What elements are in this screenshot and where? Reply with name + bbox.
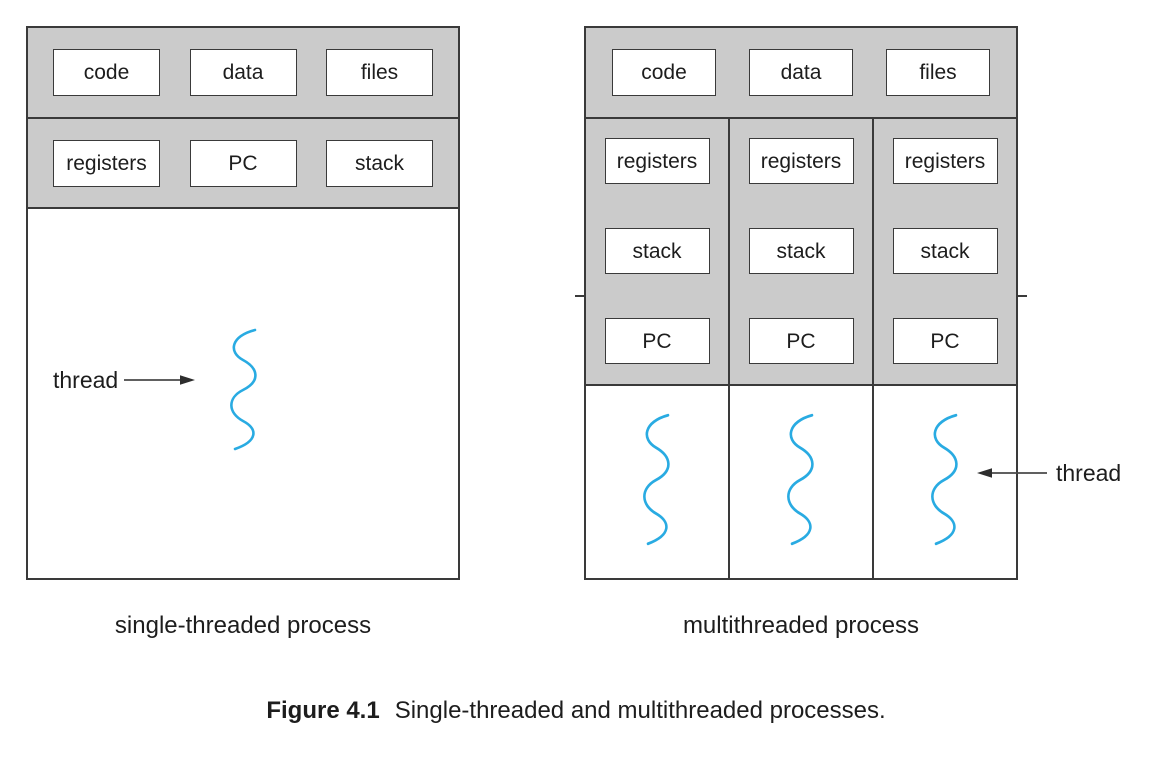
stack-box: stack [892, 228, 998, 274]
pc-box: PC [604, 318, 710, 364]
thread-columns: registers stack PC registers stack PC [586, 119, 1016, 578]
data-box: data [189, 49, 297, 96]
thread-label: thread [53, 366, 119, 393]
registers-box: registers [748, 138, 854, 184]
arrow-right-icon [124, 375, 196, 385]
thread-squiggle-icon [787, 413, 814, 546]
edge-tick-right [1018, 295, 1027, 297]
thread-column-1: registers stack PC [586, 119, 728, 578]
thread-squiggle-icon [931, 413, 958, 546]
thread-context-band: registers PC stack [28, 119, 458, 209]
thread-column-3: registers stack PC [872, 119, 1016, 578]
arrow-left-icon [977, 468, 1047, 478]
stack-box: stack [748, 228, 854, 274]
stack-box: stack [604, 228, 710, 274]
thread-pointer-right: thread [977, 459, 1121, 487]
thread-column-2: registers stack PC [728, 119, 872, 578]
registers-box: registers [604, 138, 710, 184]
thread-lane-1 [586, 386, 728, 578]
single-threaded-process-diagram: code data files registers PC stack threa… [26, 26, 460, 580]
thread-lane-2 [730, 386, 872, 578]
pc-box: PC [892, 318, 998, 364]
multithreaded-process-diagram: code data files registers stack PC re [575, 26, 1027, 580]
thread-squiggle-icon [643, 413, 670, 546]
multithreaded-process-label: multithreaded process [682, 612, 920, 639]
pc-box: PC [748, 318, 854, 364]
shared-resources-band: code data files [28, 28, 458, 119]
shared-resources-band: code data files [586, 28, 1016, 119]
figure-number: Figure 4.1 [266, 697, 380, 724]
thread-label: thread [1056, 459, 1122, 486]
registers-box: registers [892, 138, 998, 184]
code-box: code [53, 49, 160, 96]
single-threaded-process-label: single-threaded process [114, 612, 372, 639]
stack-box: stack [326, 139, 433, 187]
pc-box: PC [189, 139, 297, 187]
figure-caption-text: Single-threaded and multithreaded proces… [394, 697, 886, 724]
code-box: code [612, 49, 716, 96]
data-box: data [749, 49, 853, 96]
single-thread-area: thread [28, 209, 458, 578]
files-box: files [326, 49, 433, 96]
thread-squiggle-icon [230, 328, 257, 451]
edge-tick-left [575, 295, 584, 297]
thread-pointer-left: thread [53, 366, 196, 394]
thread-context-2: registers stack PC [730, 119, 872, 386]
files-box: files [886, 49, 990, 96]
registers-box: registers [53, 139, 160, 187]
thread-context-1: registers stack PC [586, 119, 728, 386]
thread-context-3: registers stack PC [874, 119, 1016, 386]
figure-caption: Figure 4.1 Single-threaded and multithrea… [0, 697, 1152, 726]
thread-lane-3 [874, 386, 1016, 578]
